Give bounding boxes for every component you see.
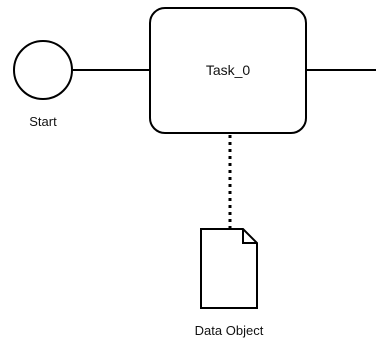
data-object-folded-corner — [242, 229, 257, 244]
data-object-label: Data Object — [195, 323, 264, 338]
start-event-circle[interactable] — [13, 40, 73, 100]
task-box[interactable] — [149, 7, 307, 134]
data-object-document-icon[interactable] — [200, 228, 258, 309]
task-label: Task_0 — [206, 62, 251, 78]
start-event-label: Start — [29, 114, 57, 129]
